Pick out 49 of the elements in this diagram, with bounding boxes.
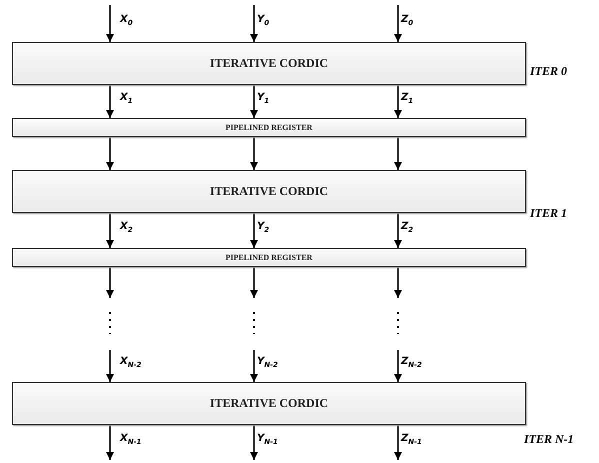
signal-label: Z$_{N-1}$: [401, 432, 422, 446]
arrow: [250, 5, 258, 42]
arrow: [394, 213, 402, 248]
register-box: [12, 248, 526, 267]
arrow: [394, 350, 402, 382]
arrow: [394, 5, 402, 42]
signal-label: Y$_{1}$: [257, 92, 270, 106]
block-title: ITERATIVE CORDIC: [210, 56, 328, 71]
arrow: [106, 85, 114, 118]
signal-label: Y$_{0}$: [257, 14, 270, 28]
block-title: PIPELINED REGISTER: [226, 123, 312, 132]
signal-label: X$_{N-2}$: [120, 356, 142, 370]
process-box: [12, 42, 526, 85]
signal-label: X$_{2}$: [120, 220, 133, 234]
process-box: [12, 170, 526, 213]
block-title: PIPELINED REGISTER: [226, 253, 312, 262]
arrow: [250, 85, 258, 118]
arrow: [394, 137, 402, 170]
signal-label: Z$_{1}$: [401, 92, 414, 106]
signal-label: X$_{0}$: [120, 14, 133, 28]
signal-label: X$_{N-1}$: [120, 432, 142, 446]
signal-label: Z$_{0}$: [401, 14, 414, 28]
block-title: ITERATIVE CORDIC: [210, 184, 328, 199]
register-box: [12, 118, 526, 137]
signal-label: Z$_{N-2}$: [401, 356, 422, 370]
arrow: [250, 213, 258, 248]
signal-label: Z$_{2}$: [401, 220, 414, 234]
arrow: [106, 213, 114, 248]
iteration-label: ITER 0: [530, 64, 568, 79]
arrow: [250, 350, 258, 382]
arrow: [250, 137, 258, 170]
signal-label: Y$_{N-1}$: [257, 432, 278, 446]
arrow: [106, 137, 114, 170]
block-title: ITERATIVE CORDIC: [210, 396, 328, 411]
arrow: [106, 267, 114, 298]
arrow: [106, 425, 114, 460]
arrow: [106, 5, 114, 42]
arrow: [394, 425, 402, 460]
arrow: [394, 267, 402, 298]
process-box: [12, 382, 526, 425]
arrow: [394, 85, 402, 118]
iteration-label: ITER 1: [530, 206, 568, 221]
arrow: [250, 425, 258, 460]
signal-label: X$_{1}$: [120, 92, 133, 106]
arrow: [250, 267, 258, 298]
signal-label: Y$_{N-2}$: [257, 356, 278, 370]
iteration-label: ITER N-1: [524, 432, 574, 447]
arrow: [106, 350, 114, 382]
signal-label: Y$_{2}$: [257, 220, 270, 234]
